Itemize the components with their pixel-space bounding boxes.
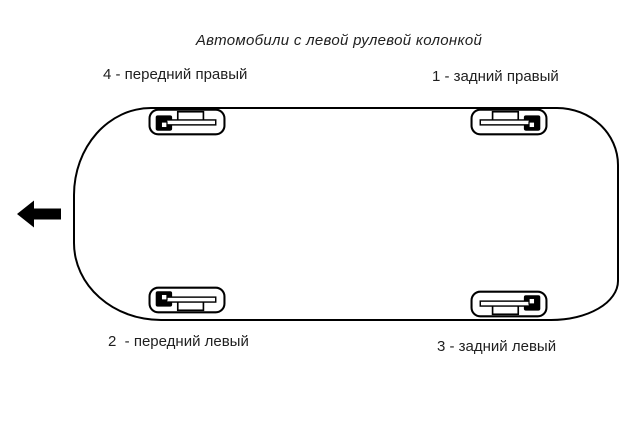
car-body-outline bbox=[73, 107, 619, 321]
label-front-right-lock: 4 - передний правый bbox=[103, 66, 248, 83]
label-front-left-lock: 2 - передний левый bbox=[108, 333, 249, 350]
rear-left-door-lock-icon bbox=[470, 290, 548, 318]
label-rear-right-lock: 1 - задний правый bbox=[432, 68, 559, 85]
front-left-door-lock-icon bbox=[148, 286, 226, 314]
left-arrow-icon bbox=[17, 200, 61, 228]
front-right-door-lock-icon bbox=[148, 108, 226, 136]
label-rear-left-lock: 3 - задний левый bbox=[437, 338, 557, 355]
rear-right-door-lock-icon bbox=[470, 108, 548, 136]
diagram-title: Автомобили с левой рулевой колонкой bbox=[195, 32, 483, 49]
